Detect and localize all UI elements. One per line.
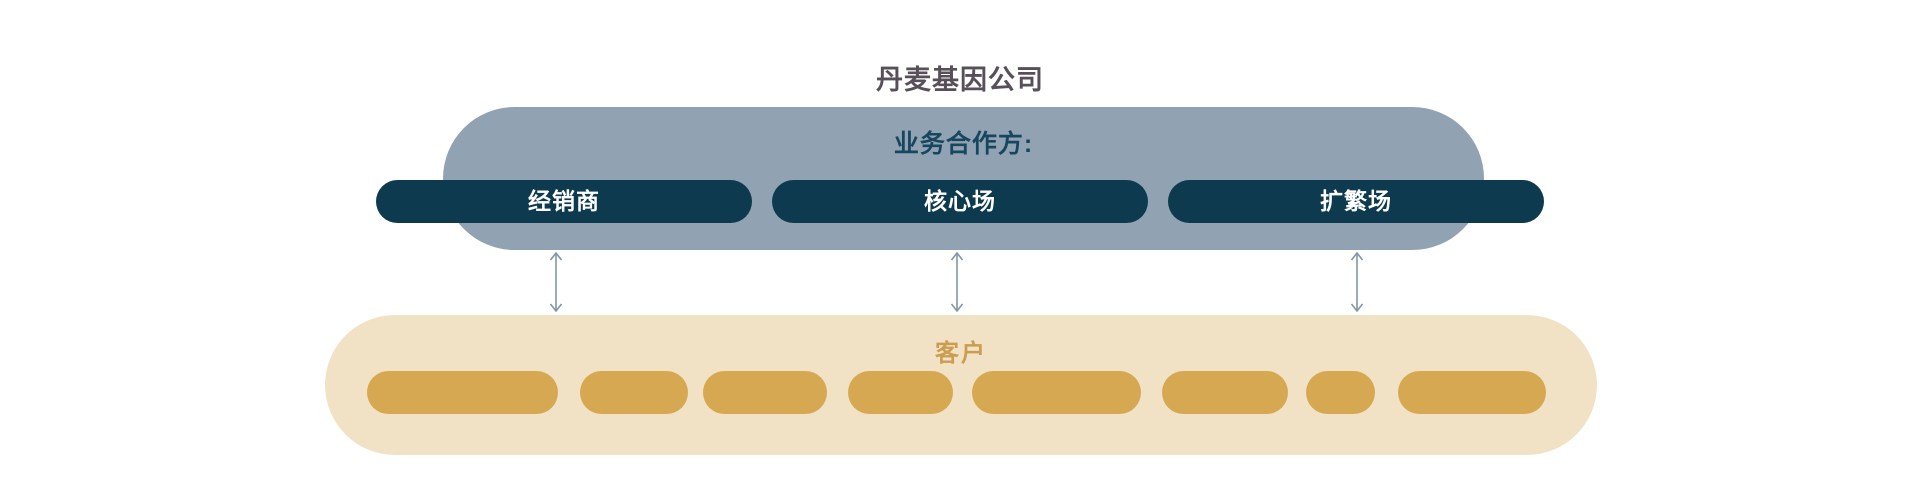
partner-pill-nucleus-farm: 核心场: [772, 180, 1148, 223]
double-arrow-icon: [1350, 251, 1364, 313]
customers-heading: 客户: [935, 340, 987, 367]
customer-block: [1398, 371, 1546, 414]
customer-block: [1162, 371, 1288, 414]
diagram-title: 丹麦基因公司: [876, 65, 1044, 95]
customer-block: [703, 371, 827, 414]
partners-group: 业务合作方:: [443, 107, 1484, 250]
partner-pill-multiplier-farm: 扩繁场: [1168, 180, 1544, 223]
customer-block: [580, 371, 688, 414]
customer-block: [367, 371, 558, 414]
customer-block: [848, 371, 953, 414]
double-arrow-icon: [950, 251, 964, 313]
customer-block: [1306, 371, 1375, 414]
partners-heading: 业务合作方:: [893, 130, 1034, 158]
customer-block: [972, 371, 1141, 414]
partner-pill-distributor: 经销商: [376, 180, 752, 223]
double-arrow-icon: [549, 251, 563, 313]
